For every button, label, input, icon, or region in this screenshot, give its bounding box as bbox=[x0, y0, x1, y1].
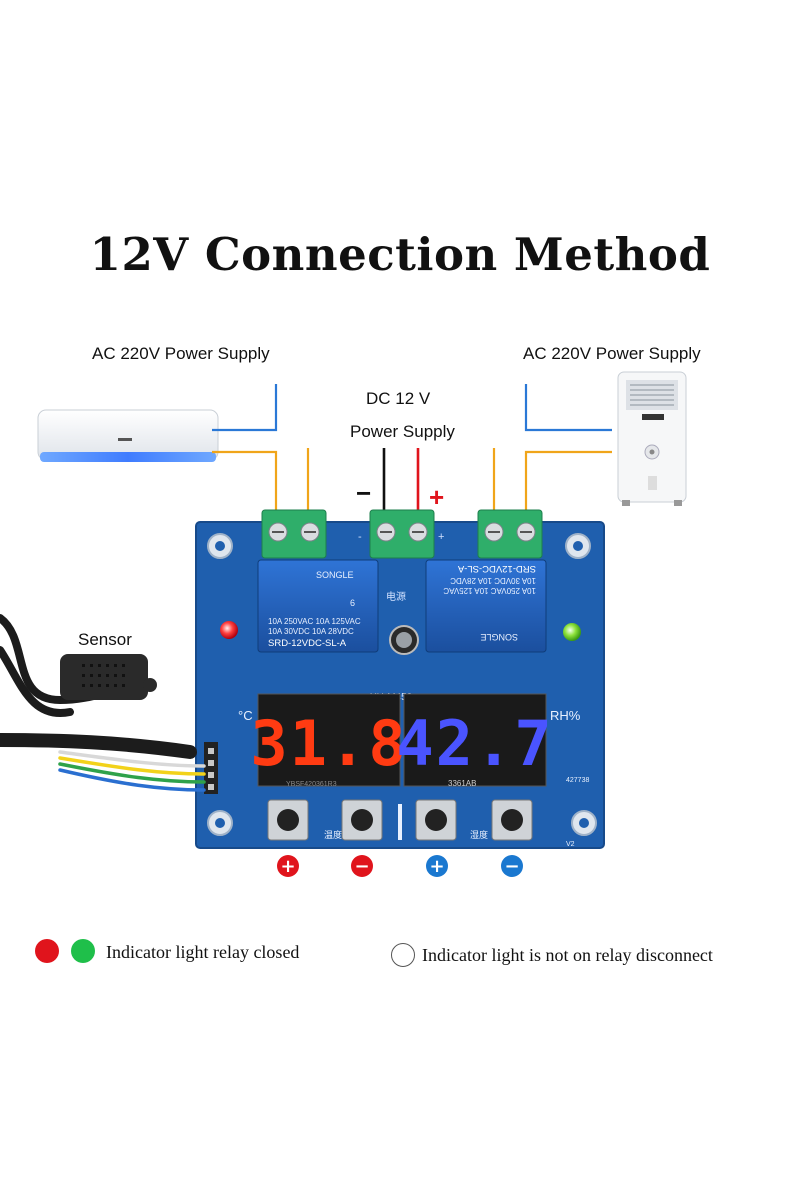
relay-left: SONGLE 6 10A 250VAC 10A 125VAC 10A 30VDC… bbox=[257, 559, 379, 653]
ac-wires bbox=[212, 384, 612, 512]
board-terminal-plus: + bbox=[438, 531, 444, 543]
symbol-humidity-minus: − bbox=[504, 856, 519, 877]
board-terminal-minus: - bbox=[358, 531, 362, 543]
red-led-icon bbox=[220, 621, 238, 639]
dc-supply-label-2: Power Supply bbox=[350, 422, 455, 441]
temp-plus-switch[interactable] bbox=[267, 799, 309, 841]
controller-board: SONGLE 6 10A 250VAC 10A 125VAC 10A 30VDC… bbox=[195, 509, 605, 849]
temp-minus-switch[interactable] bbox=[341, 799, 383, 841]
relay-brand-text-right: SONGLE bbox=[480, 632, 518, 642]
legend-relay-open: Indicator light is not on relay disconne… bbox=[422, 945, 713, 965]
temp-unit-label: °C bbox=[238, 708, 253, 723]
humidity-minus-switch[interactable] bbox=[491, 799, 533, 841]
green-led-icon bbox=[563, 623, 581, 641]
display-code-right: 3361AB bbox=[448, 779, 476, 788]
page-title: 12V Connection Method bbox=[89, 228, 711, 281]
terminal-blocks bbox=[261, 509, 543, 559]
humidity-display bbox=[403, 693, 547, 787]
humidity-buttons-label: 湿度 bbox=[470, 829, 488, 841]
off-indicator-ring-icon bbox=[391, 943, 415, 967]
display-code-left: YBSF420361R3 bbox=[286, 781, 337, 788]
humidity-value: 42.7 bbox=[396, 707, 553, 780]
relay-rating-1: 10A 250VAC 10A 125VAC bbox=[268, 617, 361, 626]
sensor-header-pins bbox=[204, 742, 218, 794]
dc-supply-label-1: DC 12 V bbox=[366, 389, 431, 408]
legend-relay-closed: Indicator light relay closed bbox=[106, 942, 300, 962]
symbol-temp-plus: + bbox=[280, 856, 295, 877]
button-symbols: + − + − bbox=[277, 855, 523, 877]
air-conditioner-icon bbox=[37, 409, 219, 462]
capacitor-icon bbox=[389, 625, 419, 655]
board-version: V2 bbox=[566, 841, 575, 848]
red-indicator-dot-icon bbox=[35, 939, 59, 963]
sensor-label: Sensor bbox=[78, 630, 132, 649]
humidity-sensor-icon bbox=[60, 654, 157, 700]
mounting-holes bbox=[207, 533, 597, 836]
tactile-buttons bbox=[267, 799, 533, 841]
relay-rating-1-right: 10A 250VAC 10A 125VAC bbox=[443, 586, 536, 595]
symbol-temp-minus: − bbox=[354, 856, 369, 877]
relay-brand-text: SONGLE bbox=[316, 570, 354, 580]
board-serial: 427738 bbox=[566, 777, 589, 784]
dc-minus-sign: − bbox=[356, 478, 372, 508]
humidity-plus-switch[interactable] bbox=[415, 799, 457, 841]
relay-right: SONGLE 10A 250VAC 10A 125VAC 10A 30VDC 1… bbox=[425, 559, 547, 653]
relay-cert-text: 6 bbox=[350, 598, 355, 608]
board-power-label: 电源 bbox=[386, 590, 406, 603]
temperature-value: 31.8 bbox=[250, 707, 407, 780]
ac-supply-left-label: AC 220V Power Supply bbox=[92, 344, 270, 363]
green-indicator-dot-icon bbox=[71, 939, 95, 963]
dc-plus-sign: + bbox=[429, 482, 445, 512]
symbol-humidity-plus: + bbox=[429, 856, 444, 877]
relay-model-text: SRD-12VDC-SL-A bbox=[268, 638, 347, 649]
relay-rating-2-right: 10A 30VDC 10A 28VDC bbox=[450, 576, 536, 585]
ac-supply-right-label: AC 220V Power Supply bbox=[523, 344, 701, 363]
temp-buttons-label: 温度 bbox=[324, 829, 342, 841]
humidity-unit-label: RH% bbox=[550, 708, 581, 723]
temperature-display bbox=[257, 693, 401, 787]
relay-model-text-right: SRD-12VDC-SL-A bbox=[457, 563, 536, 574]
air-cooler-icon bbox=[617, 371, 687, 506]
relay-rating-2: 10A 30VDC 10A 28VDC bbox=[268, 627, 354, 636]
